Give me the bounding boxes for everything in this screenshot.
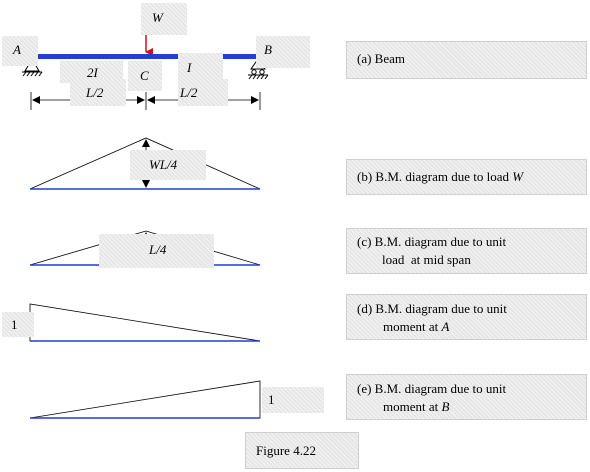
inertia-right-label: I [178,53,223,81]
bmd-d-moment-label: 1 [2,312,34,337]
caption-e-line1: (e) B.M. diagram due to unit [357,381,507,396]
beam [31,54,259,59]
half-span-left-label: L/2 [70,79,126,106]
caption-b-text: (b) B.M. diagram due to load W [357,169,524,184]
bmd-d-triangle [29,303,261,342]
caption-c-line1: (c) B.M. diagram due to unit [357,234,507,249]
caption-a-text: (a) Beam [357,51,406,66]
midpoint-label-c: C [128,61,162,91]
support-label-b: B [256,36,310,68]
load-label: W [141,3,187,35]
support-label-a: A [2,36,38,66]
caption-b: (b) B.M. diagram due to load W [346,159,587,195]
caption-d: (d) B.M. diagram due to unit moment at A [346,294,587,340]
caption-a: (a) Beam [346,41,587,79]
inertia-left-label: 2I [60,61,123,83]
roller-support-b [248,58,269,80]
caption-e-line2: moment at B [383,399,450,414]
half-span-right-label: L/2 [178,79,228,106]
bmd-e-moment-label: 1 [262,387,324,413]
bmd-c-peak-label: L/4 [99,234,214,268]
caption-d-line1: (d) B.M. diagram due to unit [357,301,507,316]
caption-c: (c) B.M. diagram due to unit load at mid… [346,228,587,274]
figure-caption: Figure 4.22 [245,432,359,469]
caption-e: (e) B.M. diagram due to unit moment at B [346,374,587,420]
caption-d-line2: moment at A [383,319,450,334]
bmd-e-triangle [29,380,261,419]
caption-c-line2: load at mid span [382,252,471,267]
bmd-b-peak-label: WL/4 [130,150,206,180]
